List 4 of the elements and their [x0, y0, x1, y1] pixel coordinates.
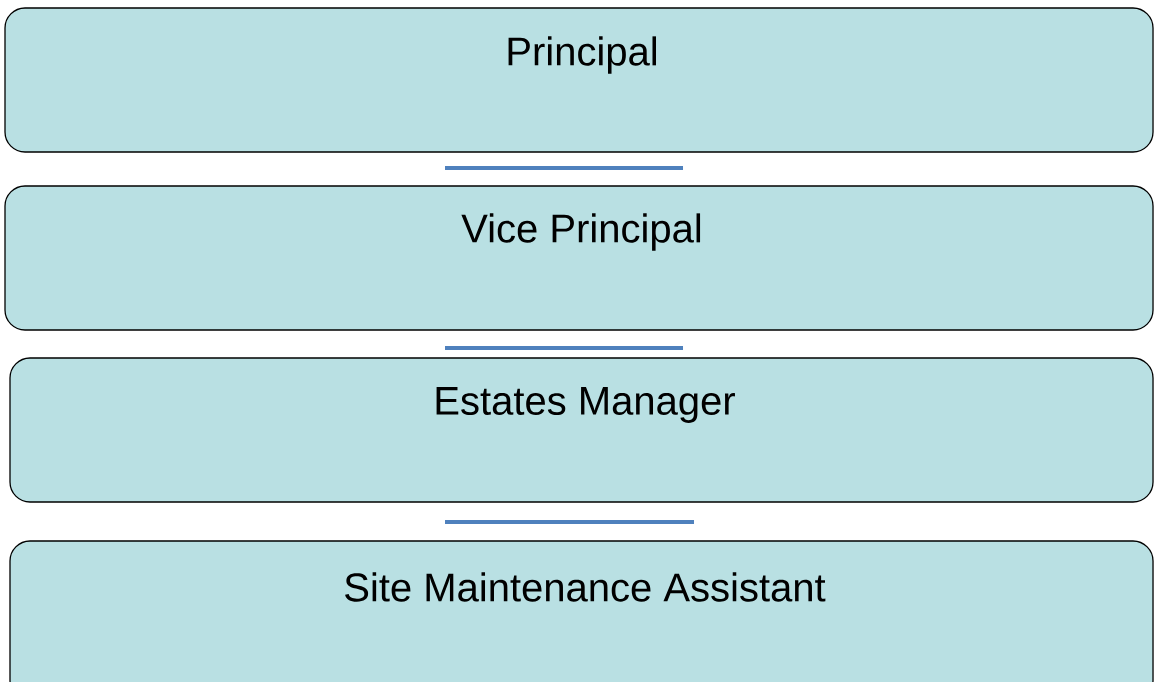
role-box: Site Maintenance Assistant — [9, 540, 1154, 682]
role-box: Vice Principal — [4, 185, 1154, 331]
role-box: Estates Manager — [9, 357, 1154, 503]
role-box: Principal — [4, 7, 1154, 153]
